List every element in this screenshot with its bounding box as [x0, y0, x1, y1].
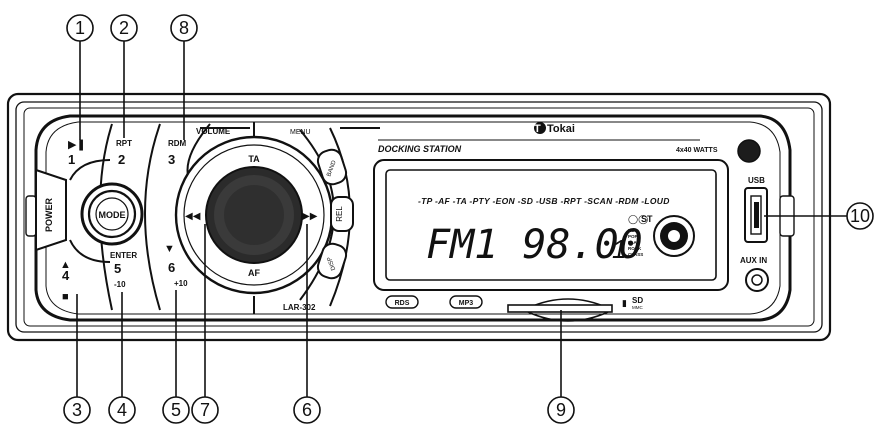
outer-housing	[6, 92, 832, 342]
mode-label: MODE	[99, 210, 126, 220]
callout-2: 2	[110, 14, 138, 42]
lcd-ind-rock: ROCK	[628, 246, 642, 251]
svg-text:T: T	[534, 123, 541, 135]
sd-card-icon: ▮	[622, 298, 627, 308]
brand-logo: T Tokai	[534, 122, 575, 135]
callout-2-number: 2	[119, 18, 129, 38]
callout-10-number: 10	[850, 206, 870, 226]
callout-3-number: 3	[72, 400, 82, 420]
band-button[interactable]: BAND	[315, 147, 348, 187]
callout-lines	[76, 41, 847, 398]
minus10-label: -10	[114, 280, 126, 289]
band-label: BAND	[326, 159, 338, 177]
callout-10: 10	[846, 202, 874, 230]
callout-1: 1	[66, 14, 94, 42]
power-button[interactable]: POWER	[35, 168, 67, 252]
mp3-badge: MP3	[449, 295, 483, 309]
rds-label: RDS	[395, 300, 410, 307]
play-pause-icon: ▶❚	[68, 139, 86, 151]
brand-name: Tokai	[547, 123, 575, 135]
lcd-side-indicators: RD POP FLAT ROCK CLASS	[628, 228, 643, 257]
lcd-indicators: -TP -AF -TA -PTY -EON -SD -USB -RPT -SCA…	[418, 196, 670, 206]
preset-4[interactable]: ▲ 4 ■	[60, 259, 71, 303]
callout-6-number: 6	[302, 400, 312, 420]
usb-port[interactable]: USB	[744, 176, 768, 243]
callout-7-number: 7	[200, 400, 210, 420]
preset-6[interactable]: ▼ 6 +10	[164, 243, 188, 288]
lcd-preset-digit: 1	[612, 234, 626, 264]
lcd-ind-class: CLASS	[628, 252, 643, 257]
preset-1[interactable]: ▶❚ 1	[68, 139, 86, 167]
preset-2-label: RPT	[116, 139, 132, 148]
preset-3[interactable]: RDM 3	[168, 139, 187, 167]
mode-button[interactable]: MODE	[80, 182, 144, 246]
callout-6: 6	[293, 396, 321, 424]
rel-label: REL	[335, 206, 344, 222]
previous-track-icon: ◀◀	[185, 211, 201, 222]
disp-label: DISP	[327, 256, 337, 271]
stop-icon: ■	[62, 291, 69, 303]
volume-knob[interactable]: TA AF ◀◀ ▶▶	[174, 135, 334, 295]
power-label: POWER	[44, 198, 54, 233]
callout-5-number: 5	[171, 400, 181, 420]
sd-card-slot[interactable]: ▮ SD MMC	[507, 296, 643, 322]
lcd-ind-rd: RD	[628, 228, 635, 233]
preset-5-number: 5	[114, 261, 121, 276]
preset-3-number: 3	[168, 152, 175, 167]
sd-label: SD	[632, 296, 643, 305]
lcd-display: -TP -AF -TA -PTY -EON -SD -USB -RPT -SCA…	[373, 159, 729, 291]
rel-button[interactable]: REL	[330, 196, 354, 232]
callout-9-number: 9	[556, 400, 566, 420]
af-label: AF	[248, 268, 260, 278]
disp-button[interactable]: DISP	[315, 241, 348, 281]
mp3-label: MP3	[459, 300, 474, 307]
faceplate-body	[34, 114, 792, 322]
preset-6-number: 6	[168, 260, 175, 275]
callout-4: 4	[108, 396, 136, 424]
next-track-icon: ▶▶	[302, 211, 318, 222]
aux-in-label: AUX IN	[740, 256, 767, 265]
docking-station-label: DOCKING STATION	[378, 144, 462, 154]
plus10-label: +10	[174, 279, 188, 288]
enter-label: ENTER	[110, 251, 137, 260]
aux-in-jack[interactable]: AUX IN	[740, 256, 769, 292]
preset-2[interactable]: RPT 2	[116, 139, 132, 167]
callout-3: 3	[63, 396, 91, 424]
preset-2-number: 2	[118, 152, 125, 167]
callout-9: 9	[547, 396, 575, 424]
callout-8-number: 8	[179, 18, 189, 38]
stereo-icon: ◯◯	[628, 214, 648, 225]
callout-4-number: 4	[117, 400, 127, 420]
callout-8: 8	[170, 14, 198, 42]
lcd-ind-flat: FLAT	[628, 240, 639, 245]
callout-1-number: 1	[75, 18, 85, 38]
lcd-ind-pop: POP	[628, 234, 638, 239]
model-label: LAR-302	[283, 303, 316, 312]
wattage-label: 4x40 WATTS	[676, 147, 718, 154]
volume-label: VOLUME	[196, 127, 231, 136]
ta-label: TA	[248, 154, 260, 164]
preset-1-number: 1	[68, 152, 75, 167]
callout-5: 5	[162, 396, 190, 424]
preset-3-label: RDM	[168, 139, 187, 148]
top-right-button[interactable]	[737, 139, 761, 163]
sd-sub-label: MMC	[632, 305, 643, 310]
eject-up-icon: ▲	[60, 259, 71, 271]
preset-4-number: 4	[62, 268, 70, 283]
lcd-main-text: FM1 98.00	[426, 222, 643, 268]
rds-badge: RDS	[385, 295, 419, 309]
preset-5[interactable]: ENTER 5 -10	[110, 251, 137, 289]
callout-7: 7	[191, 396, 219, 424]
lcd-disc-icon	[653, 215, 695, 257]
down-arrow-icon: ▼	[164, 243, 175, 255]
menu-label: MENU	[290, 129, 311, 136]
lcd-st: ST	[641, 214, 653, 224]
usb-label: USB	[748, 176, 765, 185]
